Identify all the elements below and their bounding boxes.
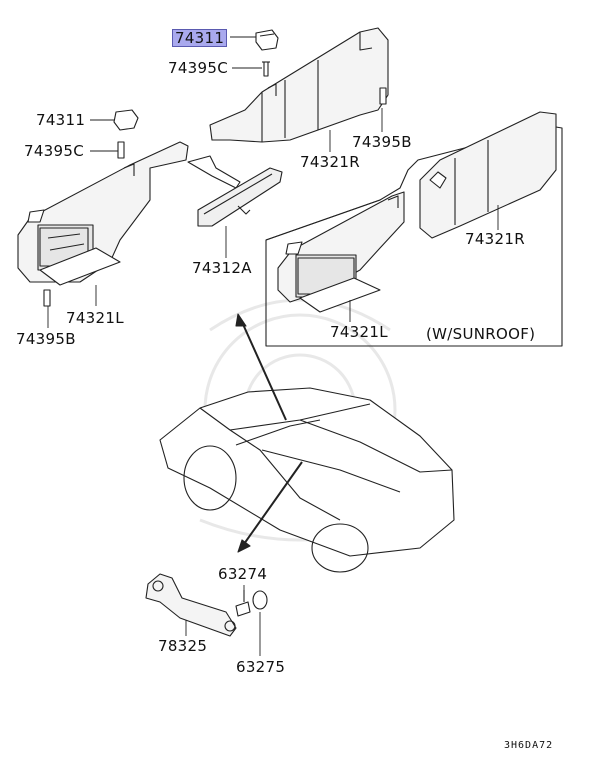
- part-label-74312A[interactable]: 74312A: [192, 259, 252, 277]
- screw-74395C-top: [262, 61, 270, 77]
- car-body: [159, 387, 455, 573]
- part-label-74311-top[interactable]: 74311: [172, 29, 228, 47]
- visor-right-top: [209, 27, 389, 143]
- visor-left-sunroof: [277, 191, 405, 313]
- clip-74311-top: [255, 29, 279, 51]
- part-label-78325[interactable]: 78325: [158, 637, 208, 655]
- arrow-to-mirror: [241, 321, 287, 421]
- arrow-head-up: [235, 313, 247, 327]
- part-label-74311-left[interactable]: 74311: [36, 111, 86, 129]
- visor-left: [17, 141, 189, 286]
- part-label-63275[interactable]: 63275: [236, 658, 286, 676]
- grip-handle: [145, 573, 237, 637]
- arrow-head-down: [237, 539, 251, 553]
- arrow-to-grip: [243, 461, 303, 545]
- part-label-63274[interactable]: 63274: [218, 565, 268, 583]
- part-label-74321L-left[interactable]: 74321L: [66, 309, 124, 327]
- part-label-74395B-right[interactable]: 74395B: [352, 133, 412, 151]
- part-label-74321L-sunroof[interactable]: 74321L: [330, 323, 388, 341]
- part-label-74321R-top[interactable]: 74321R: [300, 153, 360, 171]
- sunroof-note: (W/SUNROOF): [426, 325, 536, 343]
- leader-lines: [47, 36, 499, 656]
- bolt-63274: [235, 590, 251, 617]
- rear-view-mirror: [187, 155, 283, 227]
- part-label-74395B-left[interactable]: 74395B: [16, 330, 76, 348]
- screw-74395B-left: [43, 289, 51, 307]
- clip-74311-left: [113, 109, 139, 131]
- part-label-74321R-sunroof[interactable]: 74321R: [465, 230, 525, 248]
- diagram-code: 3H6DA72: [504, 740, 554, 751]
- screw-74395B-right: [379, 87, 387, 105]
- cap-63275: [252, 590, 268, 610]
- part-label-74395C-left[interactable]: 74395C: [24, 142, 84, 160]
- part-label-74395C-top[interactable]: 74395C: [168, 59, 228, 77]
- visor-right-sunroof: [419, 111, 557, 239]
- screw-74395C-left: [117, 141, 125, 159]
